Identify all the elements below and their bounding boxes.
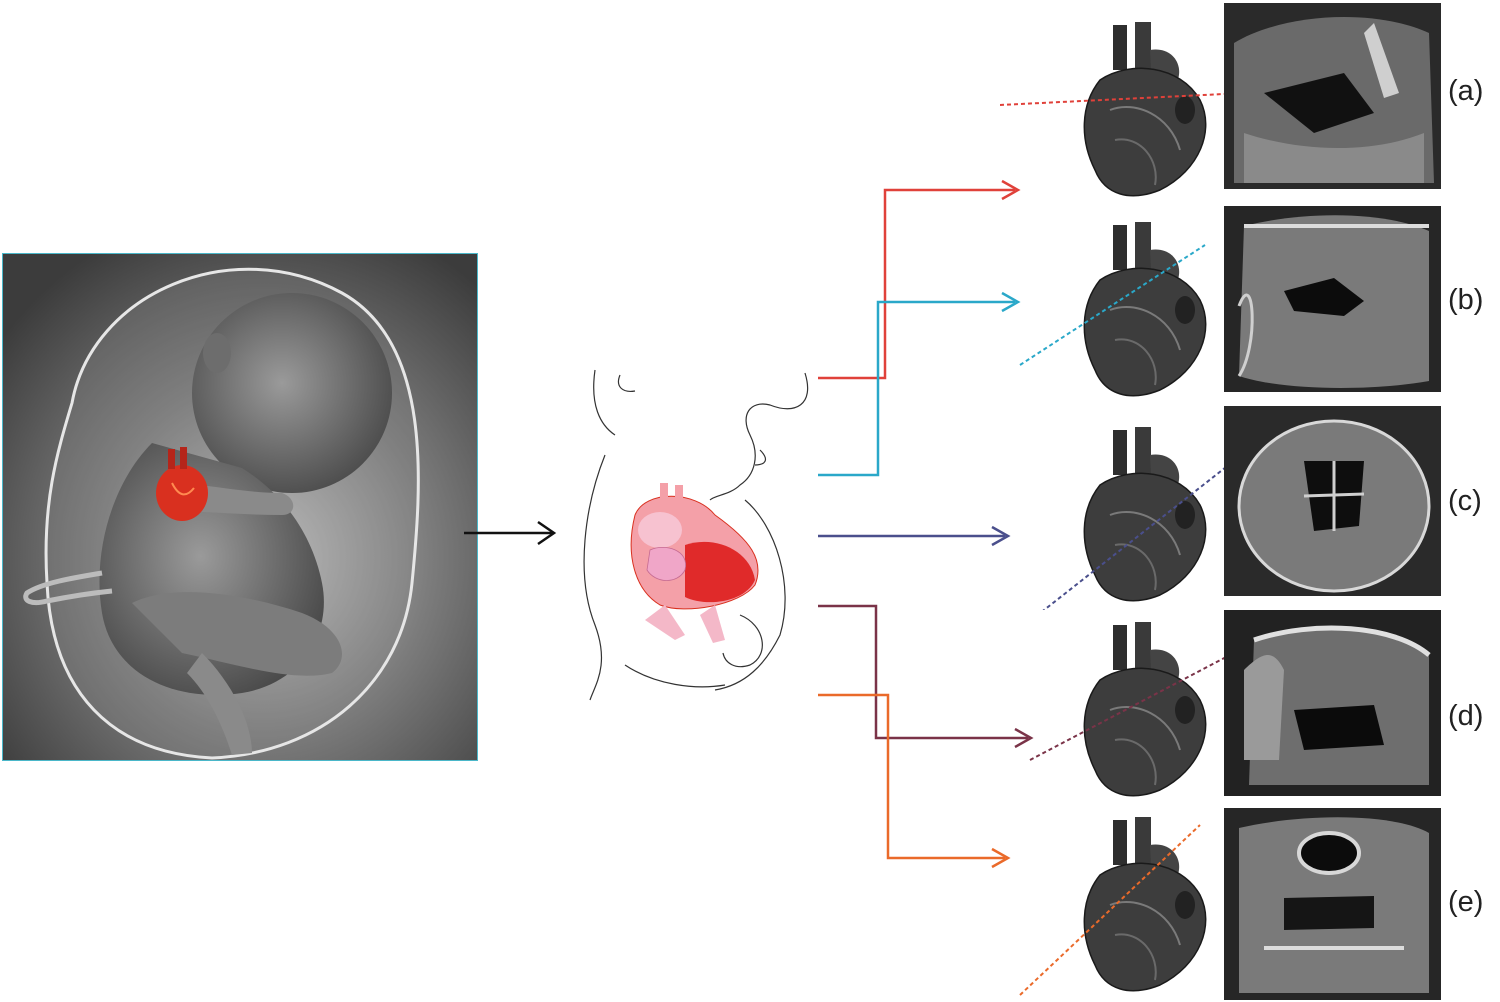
panel-label-a: (a) bbox=[1448, 75, 1484, 107]
ultrasound-image-b bbox=[1224, 206, 1441, 392]
ultrasound-image-c bbox=[1224, 406, 1441, 596]
main-arrow bbox=[464, 520, 557, 546]
cut-plane-e bbox=[1019, 824, 1201, 996]
ultrasound-image-d bbox=[1224, 610, 1441, 796]
arrow-e bbox=[818, 693, 1011, 869]
arrow-d bbox=[818, 604, 1034, 749]
heart-model-b bbox=[1019, 222, 1207, 397]
cut-plane-c bbox=[1042, 459, 1236, 610]
panel-label-e: (e) bbox=[1448, 886, 1484, 918]
cut-plane-d bbox=[1029, 654, 1231, 761]
ultrasound-image-e bbox=[1224, 808, 1441, 1000]
fetal-heart-icon bbox=[156, 447, 208, 521]
arrow-b bbox=[818, 291, 1021, 477]
heart-model-a bbox=[1000, 22, 1240, 197]
panel-label-c: (c) bbox=[1448, 485, 1482, 517]
heart-model-e bbox=[1019, 817, 1207, 996]
arrow-c bbox=[818, 525, 1011, 547]
cut-plane-a bbox=[1000, 92, 1240, 106]
ultrasound-image-a bbox=[1224, 3, 1441, 189]
fetal-torso-sketch bbox=[583, 369, 809, 701]
torso-heart-icon bbox=[630, 483, 759, 643]
heart-model-d bbox=[1029, 622, 1231, 797]
panel-label-d: (d) bbox=[1448, 700, 1484, 732]
fetus-illustration bbox=[2, 253, 478, 761]
cut-plane-b bbox=[1019, 244, 1206, 366]
arrow-a bbox=[818, 179, 1021, 380]
heart-model-c bbox=[1042, 427, 1236, 610]
panel-label-b: (b) bbox=[1448, 284, 1484, 316]
